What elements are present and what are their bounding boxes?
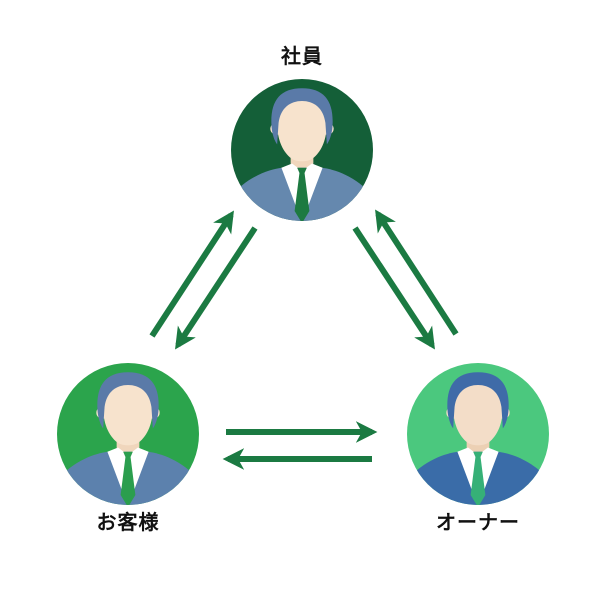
arrow-employee-to-customer <box>175 226 258 350</box>
node-customer-circle <box>57 363 199 505</box>
node-customer-label: お客様 <box>96 510 160 534</box>
node-owner-avatar <box>407 363 549 505</box>
arrow-owner-to-employee <box>375 209 459 336</box>
arrow-employee-to-owner <box>352 226 435 350</box>
node-owner-circle <box>407 363 549 505</box>
node-employee: 社員 <box>231 44 373 221</box>
businessman-avatar-icon <box>57 372 199 505</box>
node-owner: オーナー <box>407 363 549 534</box>
businessman-avatar-icon <box>407 372 549 505</box>
node-customer: お客様 <box>57 363 199 534</box>
node-employee-avatar <box>231 79 373 221</box>
arrow-customer-to-employee <box>149 210 234 338</box>
node-employee-label: 社員 <box>281 44 323 68</box>
businessman-avatar-icon <box>231 88 373 221</box>
node-employee-circle <box>231 79 373 221</box>
node-customer-avatar <box>57 363 199 505</box>
node-owner-label: オーナー <box>436 510 520 534</box>
